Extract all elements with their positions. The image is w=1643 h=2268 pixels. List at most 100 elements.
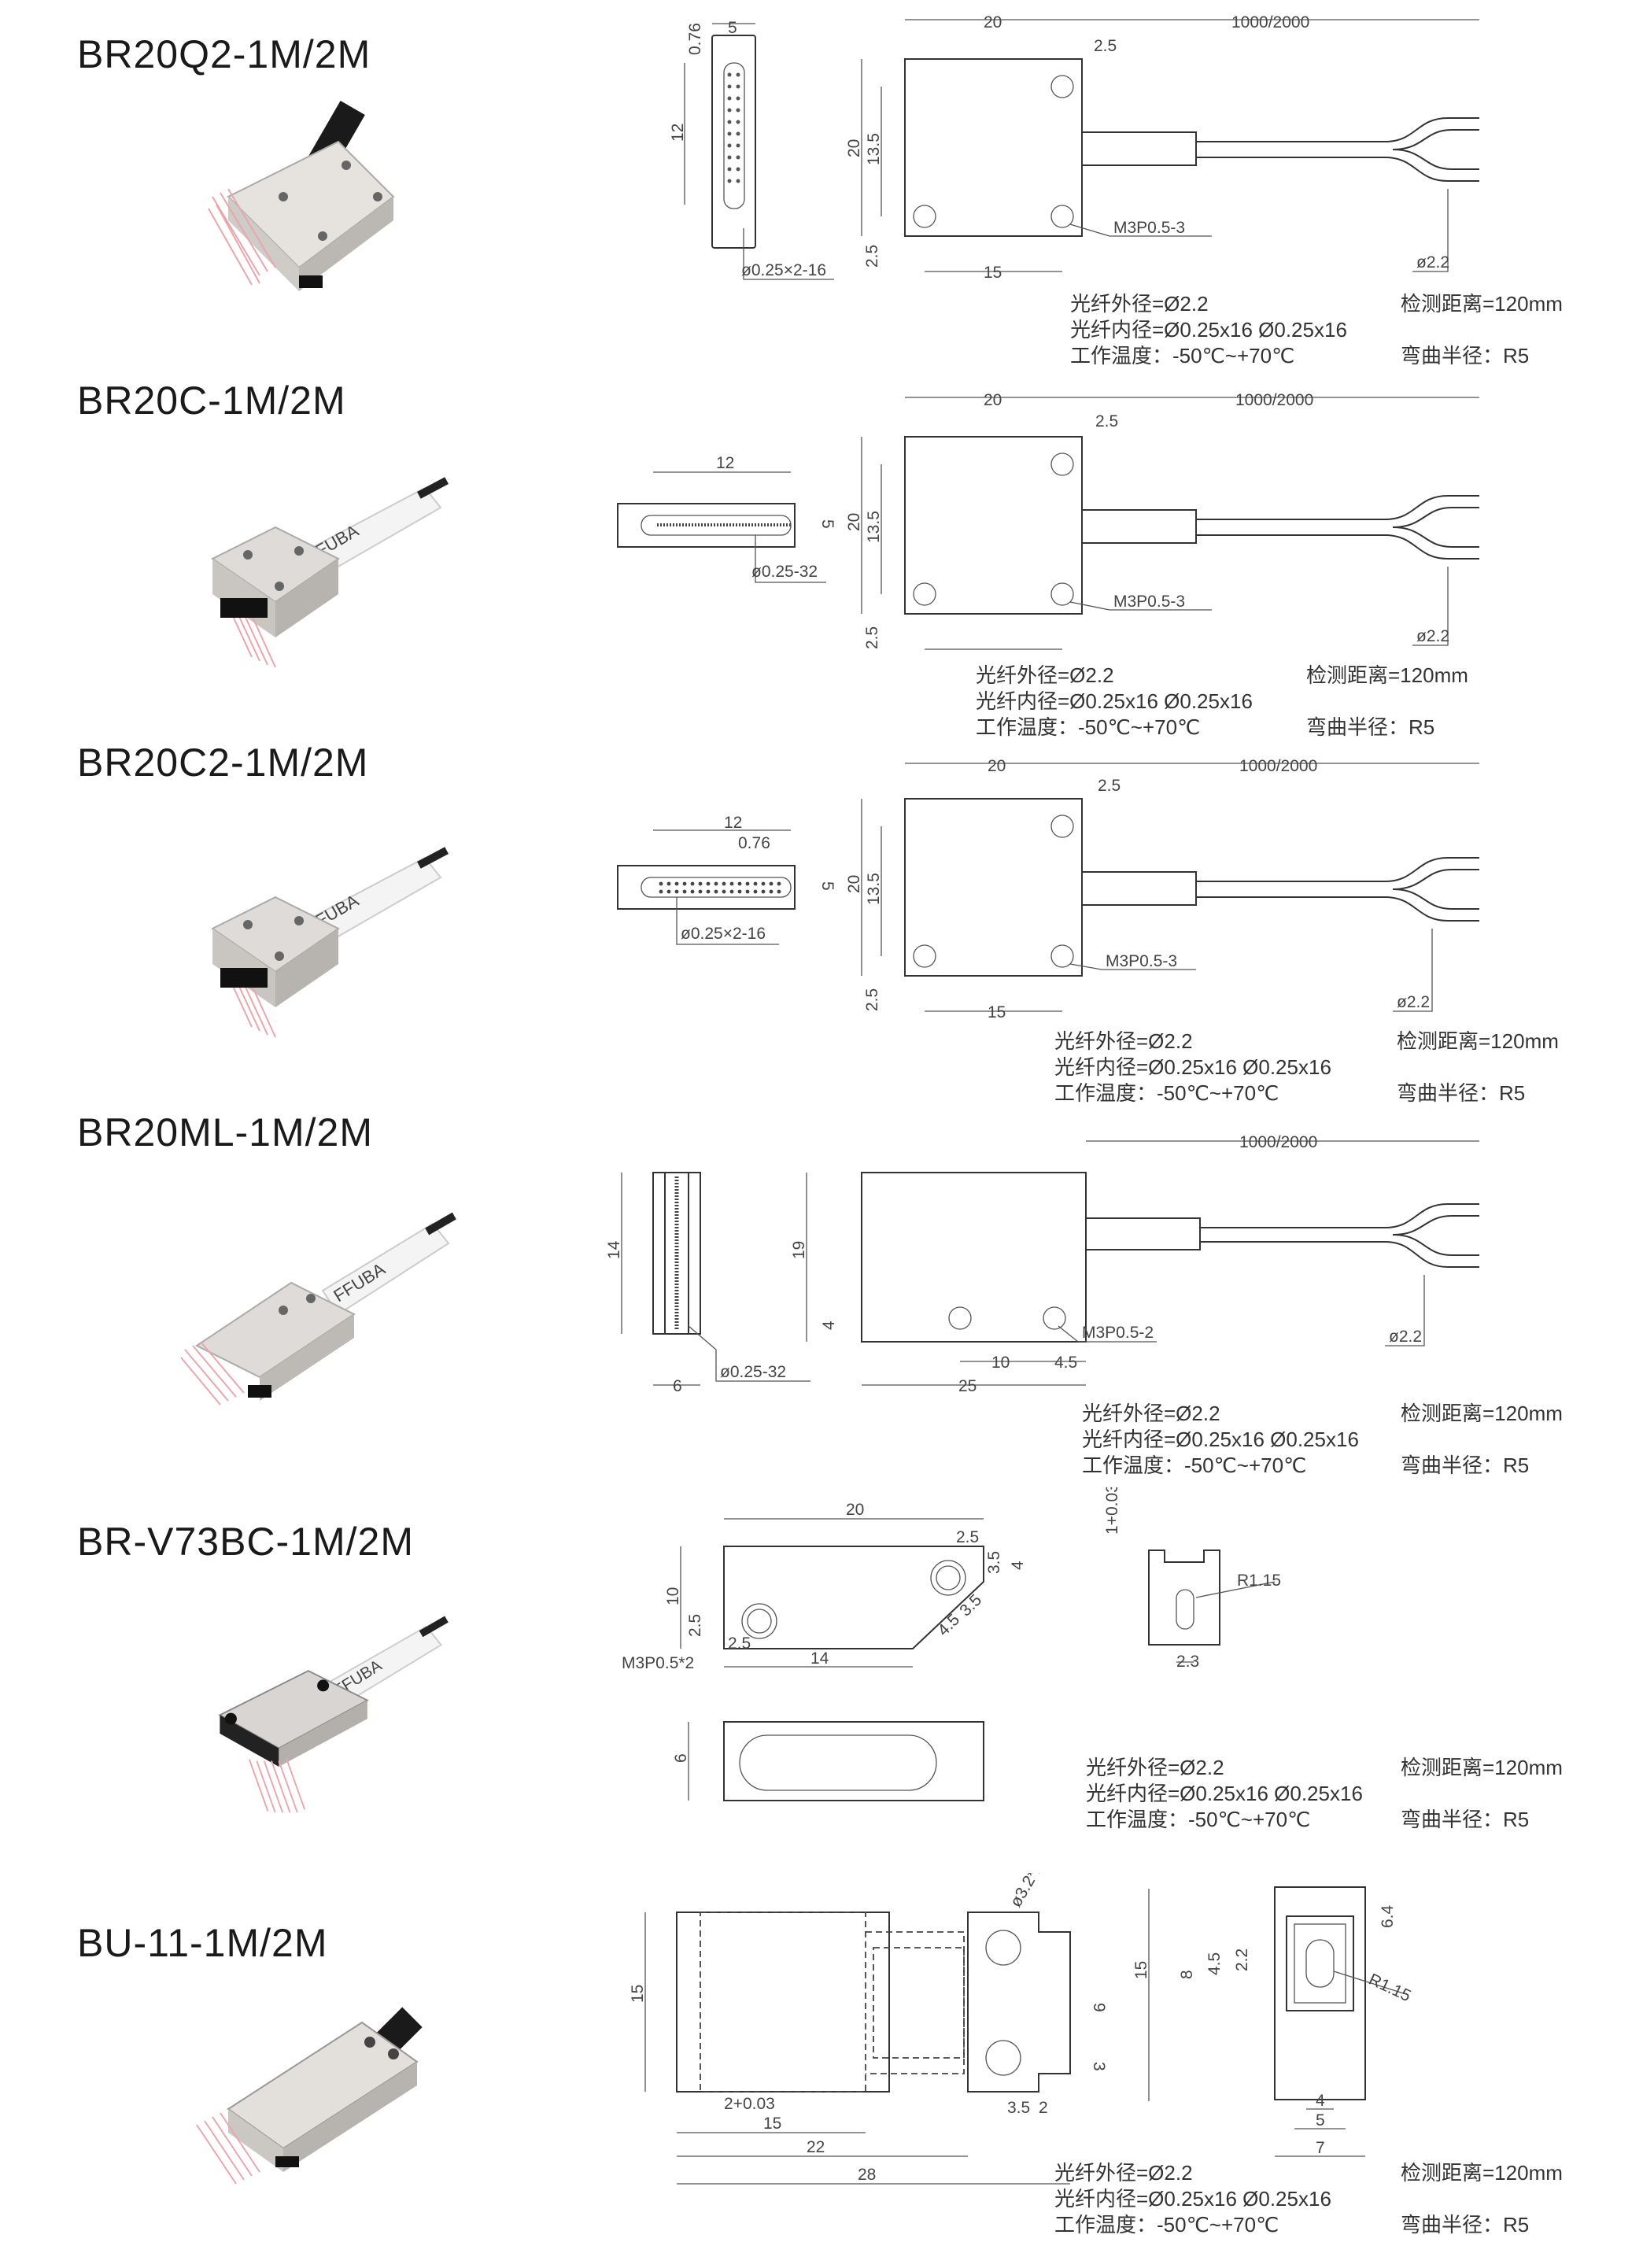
product-photo: FFUBA bbox=[211, 847, 449, 1038]
dim-label: 3 bbox=[1090, 2062, 1108, 2071]
spec-bend-radius: 弯曲半径：R5 bbox=[1401, 2213, 1529, 2237]
spec-detect-distance: 检测距离=120mm bbox=[1397, 1029, 1559, 1053]
cable-length: 1000/2000 bbox=[1231, 13, 1309, 31]
product-row-6: BU-11-1M/2M 15 ø3.2*2 9 3 2+0.03 15 3.5 … bbox=[0, 1873, 1643, 2268]
technical-drawing: 12 5 ø0.25-32 20 2.5 1000/2000 20 13.5 2… bbox=[617, 391, 1479, 739]
product-photo bbox=[196, 2007, 423, 2185]
dim-label: 20 bbox=[845, 139, 863, 157]
spec-inner-dia: 光纤内径=Ø0.25x16 Ø0.25x16 bbox=[976, 689, 1253, 713]
spec-temperature: 工作温度：-50℃~+70℃ bbox=[1054, 1081, 1279, 1105]
dim-label: 2.5 bbox=[1098, 777, 1121, 795]
dim-label: 20 bbox=[988, 757, 1006, 775]
spec-bend-radius: 弯曲半径：R5 bbox=[1401, 1808, 1529, 1831]
spec-bend-radius: 弯曲半径：R5 bbox=[1401, 1454, 1529, 1477]
spec-temperature: 工作温度：-50℃~+70℃ bbox=[976, 715, 1200, 739]
dim-label: 2.5 bbox=[863, 245, 881, 268]
dim-label: 2.5 bbox=[1095, 412, 1118, 430]
dim-label: 2+0.03 bbox=[724, 2095, 775, 2113]
fiber-dia: ø2.2 bbox=[1416, 253, 1449, 271]
dim-label: 5 bbox=[818, 881, 836, 891]
model-name: BR20C2-1M/2M bbox=[77, 741, 369, 785]
dim-label: 0.76 bbox=[738, 834, 770, 852]
dim-label: 7 bbox=[1316, 2139, 1325, 2157]
spec-outer-dia: 光纤外径=Ø2.2 bbox=[1082, 1402, 1220, 1425]
spec-temperature: 工作温度：-50℃~+70℃ bbox=[1086, 1808, 1310, 1831]
dim-label: 28 bbox=[858, 2166, 876, 2184]
dim-label: 2.5 bbox=[863, 626, 881, 649]
technical-drawing: 20 2.5 3.5 4 10 2.5 2.5 14 4.5 3.5 M3P0.… bbox=[622, 1487, 1563, 1831]
product-row-4: BR20ML-1M/2M FFUBA 14 6 ø0.25-32 19 4 10… bbox=[0, 1110, 1643, 1487]
dim-label: 3.5 bbox=[1007, 2099, 1030, 2117]
dim-label: 15 bbox=[988, 1003, 1006, 1021]
dim-label: 13.5 bbox=[865, 511, 883, 543]
product-photo: FFUBA bbox=[218, 1616, 449, 1813]
fiber-array-label: ø0.25×2-16 bbox=[741, 261, 826, 279]
product-photo: FFUBA bbox=[181, 1212, 456, 1405]
hole-label: M3P0.5-3 bbox=[1113, 593, 1185, 611]
fiber-dia: ø2.2 bbox=[1416, 627, 1449, 645]
dim-label: 14 bbox=[605, 1240, 623, 1259]
spec-outer-dia: 光纤外径=Ø2.2 bbox=[1054, 1029, 1193, 1053]
dim-label: 14 bbox=[810, 1649, 829, 1668]
product-row-1: BR20Q2-1M/2M 5 0.76 12 ø0.25×2-16 20 2.5… bbox=[0, 0, 1643, 370]
dim-label: R1.15 bbox=[1366, 1971, 1414, 2006]
dim-label: 2.5 bbox=[956, 1528, 979, 1546]
dim-label: 20 bbox=[984, 13, 1002, 31]
dim-label: 9 bbox=[1090, 2003, 1108, 2012]
dim-label: 20 bbox=[846, 1501, 864, 1519]
dim-label: 13.5 bbox=[865, 133, 883, 165]
model-name: BU-11-1M/2M bbox=[77, 1921, 328, 1965]
spec-outer-dia: 光纤外径=Ø2.2 bbox=[1054, 2161, 1193, 2185]
dim-label: 0.76 bbox=[686, 23, 704, 55]
dim-label: 4.5 bbox=[934, 1611, 963, 1640]
spec-outer-dia: 光纤外径=Ø2.2 bbox=[1070, 292, 1209, 316]
spec-detect-distance: 检测距离=120mm bbox=[1401, 1756, 1563, 1779]
fiber-dia: ø2.2 bbox=[1397, 993, 1430, 1011]
dim-label: 3.5 bbox=[985, 1551, 1003, 1574]
dim-label: 15 bbox=[629, 1985, 647, 2003]
fiber-dia: ø2.2 bbox=[1389, 1328, 1422, 1346]
dim-label: 25 bbox=[958, 1377, 977, 1395]
dim-label: 6 bbox=[673, 1377, 682, 1395]
dim-label: 4.5 bbox=[1054, 1354, 1077, 1372]
spec-inner-dia: 光纤内径=Ø0.25x16 Ø0.25x16 bbox=[1054, 1055, 1331, 1079]
hole-label: M3P0.5*2 bbox=[622, 1654, 694, 1672]
spec-detect-distance: 检测距离=120mm bbox=[1401, 292, 1563, 316]
dim-label: 1+0.03 bbox=[1103, 1487, 1121, 1535]
dim-label: ø3.2*2 bbox=[1006, 1873, 1047, 1911]
cable-length: 1000/2000 bbox=[1239, 1133, 1317, 1151]
dim-label: 5 bbox=[818, 519, 836, 529]
product-photo: FFUBA bbox=[211, 477, 449, 668]
hole-label: M3P0.5-3 bbox=[1106, 952, 1177, 970]
spec-detect-distance: 检测距离=120mm bbox=[1306, 663, 1468, 687]
dim-label: 4 bbox=[1316, 2092, 1325, 2110]
model-name: BR20ML-1M/2M bbox=[77, 1110, 373, 1154]
model-name: BR20Q2-1M/2M bbox=[77, 32, 371, 76]
dim-label: 15 bbox=[984, 264, 1002, 282]
dim-label: 2.3 bbox=[1176, 1653, 1199, 1671]
dim-label: 22 bbox=[807, 2138, 825, 2156]
fiber-array-label: ø0.25-32 bbox=[720, 1363, 786, 1381]
dim-label: 3.5 bbox=[956, 1591, 985, 1620]
dim-label: 4 bbox=[1009, 1561, 1027, 1570]
spec-temperature: 工作温度：-50℃~+70℃ bbox=[1070, 344, 1294, 368]
technical-drawing: 15 ø3.2*2 9 3 2+0.03 15 3.5 2 22 28 15 8… bbox=[629, 1873, 1563, 2237]
technical-drawing: 5 0.76 12 ø0.25×2-16 20 2.5 1000/2000 20… bbox=[669, 13, 1563, 368]
hole-label: M3P0.5-2 bbox=[1082, 1324, 1154, 1342]
spec-outer-dia: 光纤外径=Ø2.2 bbox=[1086, 1756, 1224, 1779]
model-name: BR-V73BC-1M/2M bbox=[77, 1520, 414, 1564]
spec-bend-radius: 弯曲半径：R5 bbox=[1401, 344, 1529, 368]
dim-label: 2.5 bbox=[686, 1614, 704, 1637]
product-row-2: BR20C-1M/2M FFUBA 12 5 ø0.25-32 20 2.5 1… bbox=[0, 370, 1643, 740]
cable-length: 1000/2000 bbox=[1239, 757, 1317, 775]
spec-bend-radius: 弯曲半径：R5 bbox=[1306, 715, 1434, 739]
dim-label: 2.2 bbox=[1233, 1948, 1251, 1971]
spec-inner-dia: 光纤内径=Ø0.25x16 Ø0.25x16 bbox=[1054, 2187, 1331, 2211]
dim-label: 2 bbox=[1039, 2099, 1048, 2117]
dim-label: 19 bbox=[790, 1241, 808, 1259]
dim-label: 4 bbox=[820, 1321, 838, 1330]
cable-length: 1000/2000 bbox=[1235, 391, 1313, 409]
product-photo bbox=[208, 101, 395, 291]
spec-outer-dia: 光纤外径=Ø2.2 bbox=[976, 663, 1114, 687]
fiber-array-label: ø0.25×2-16 bbox=[681, 925, 766, 943]
